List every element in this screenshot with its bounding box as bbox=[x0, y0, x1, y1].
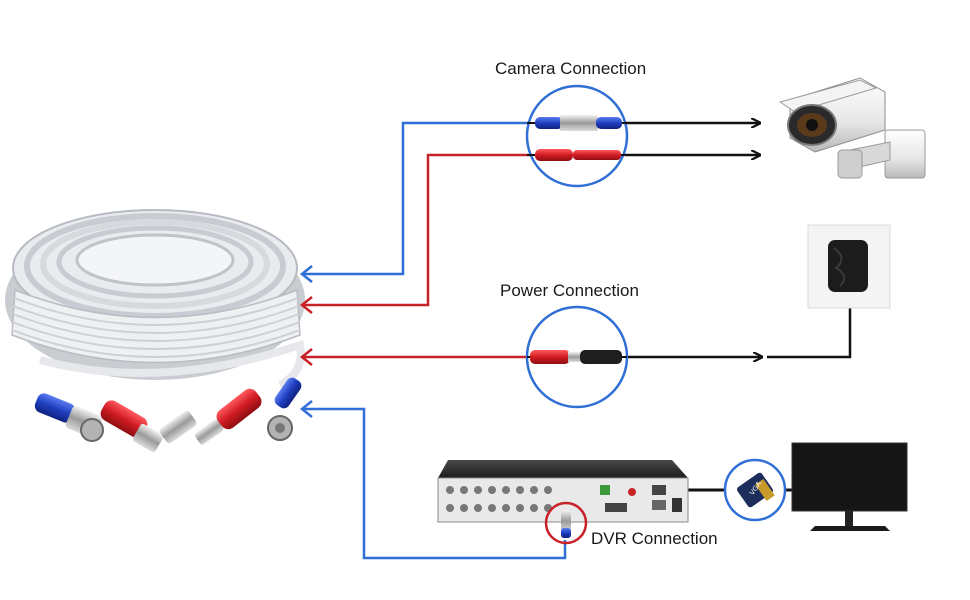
power-connection-detail bbox=[525, 305, 629, 409]
video-line-dvr bbox=[302, 407, 567, 560]
cable-power-plug-red bbox=[100, 400, 224, 453]
power-arrowhead-camera bbox=[299, 296, 313, 314]
adapter-cord bbox=[767, 285, 852, 359]
cable-bnc-connector-blue bbox=[34, 393, 104, 442]
power-arrowhead-adapter bbox=[299, 348, 313, 366]
video-line-camera bbox=[302, 121, 620, 276]
security-camera-icon bbox=[778, 77, 926, 179]
vga-connector-detail: VGA bbox=[723, 458, 787, 522]
dvr-connection-label: DVR Connection bbox=[591, 529, 718, 548]
video-arrowhead-dvr bbox=[299, 400, 313, 418]
dvr-bnc-ports bbox=[446, 486, 552, 512]
camera-connection-label: Camera Connection bbox=[495, 59, 647, 78]
power-adapter-icon bbox=[807, 224, 891, 309]
camera-connection-detail bbox=[525, 84, 629, 188]
power-connection-label: Power Connection bbox=[500, 281, 639, 300]
cable-bnc-connector-blue-2 bbox=[267, 377, 302, 441]
dvr-video-connector-highlight bbox=[544, 501, 588, 545]
cable-coil-icon bbox=[5, 209, 305, 453]
video-arrowhead-camera bbox=[299, 265, 313, 283]
monitor-icon bbox=[791, 442, 908, 531]
cable-power-plug-red-2 bbox=[216, 388, 262, 430]
power-line-camera bbox=[302, 153, 620, 307]
